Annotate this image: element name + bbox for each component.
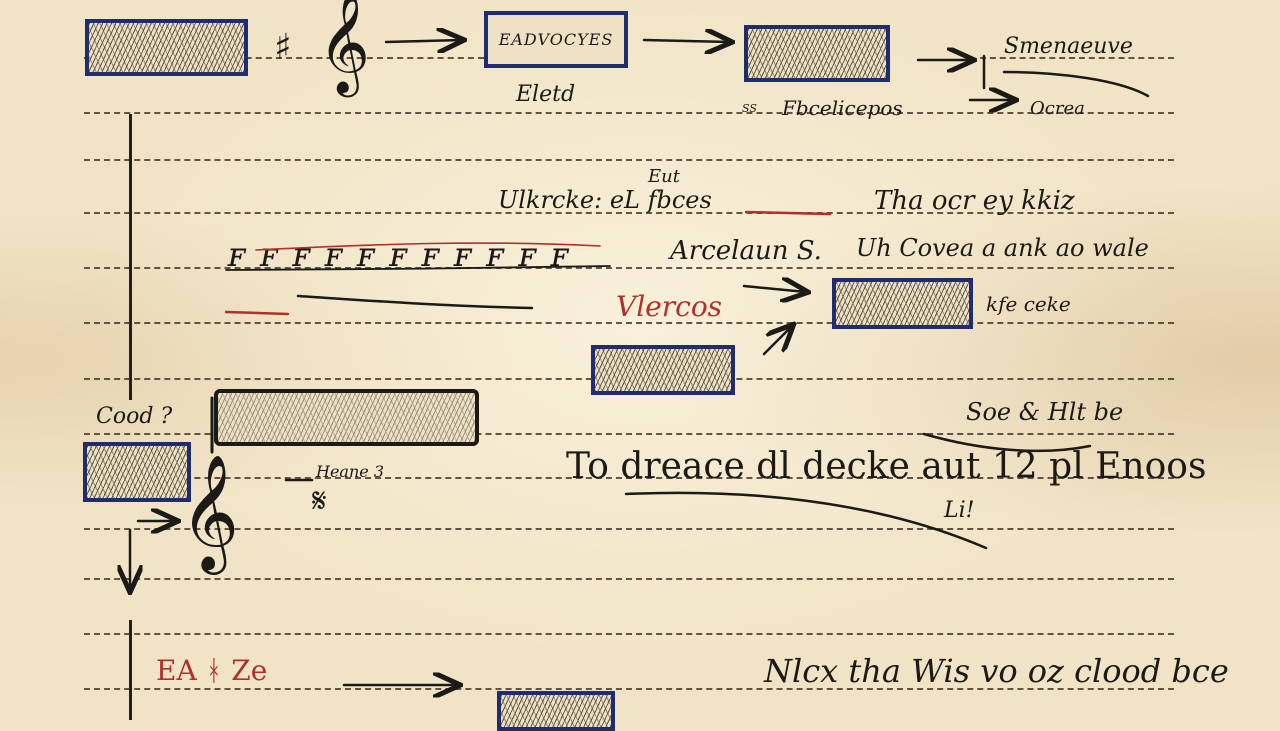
red-stroke: [224, 310, 290, 316]
ruled-line: [84, 688, 1174, 690]
box-hatch: [89, 23, 244, 72]
annotation: Li!: [944, 498, 975, 523]
ruled-line: [84, 159, 1174, 161]
annotation: Smenaeuve: [1004, 34, 1133, 59]
box-3: [744, 25, 890, 82]
annotation: Ocrea: [1030, 98, 1085, 119]
box-hatch: [218, 393, 475, 442]
annotation: Soe & Hlt be: [966, 398, 1124, 426]
red-stroke: [744, 210, 832, 216]
annotation: Heane 3: [316, 462, 384, 481]
ruled-line: [84, 433, 1174, 435]
box-1: [85, 19, 248, 76]
box-4: [832, 278, 973, 329]
vertical-connector: [129, 114, 132, 400]
annotation-red: Vlercos: [616, 290, 723, 323]
box-label: EADVOCYES: [498, 30, 614, 49]
vertical-connector: [129, 620, 132, 720]
underline-stroke: [624, 491, 988, 550]
segno-icon: 𝄋: [312, 481, 327, 521]
arrow-icon: [762, 326, 792, 356]
box-7: [83, 442, 191, 502]
arrow-icon: [384, 40, 462, 42]
treble-clef-icon: 𝄞: [180, 453, 240, 570]
annotation-red: EA ᚼ Ze: [156, 654, 268, 687]
annotation-sentence: To dreace dl decke aut 12 pl Enoos: [566, 446, 1207, 487]
ruled-line: [84, 477, 1174, 479]
underline-stroke: [922, 432, 1092, 453]
annotation: Arcelaun S.: [670, 236, 822, 266]
box-6: [214, 389, 479, 446]
annotation: Tha ocr ey kkiz: [874, 186, 1075, 216]
annotation: Eut: [648, 166, 680, 187]
ruled-line: [980, 57, 1174, 59]
underline-stroke: [225, 265, 611, 271]
ruled-line: [84, 322, 1174, 324]
underline-stroke: [296, 294, 534, 310]
box-hatch: [595, 349, 731, 391]
ruled-line: [84, 57, 484, 59]
annotation: Nlcx tha Wis vo oz clood bce: [764, 652, 1229, 690]
treble-clef-icon: 𝄞: [318, 0, 371, 93]
box-hatch: [748, 29, 886, 78]
ruled-line: [84, 212, 1174, 214]
annotation: Eletd: [516, 82, 576, 107]
annotation: Cood ?: [96, 404, 173, 429]
ruled-line: [84, 633, 1174, 635]
underline-stroke: [1002, 70, 1150, 98]
red-stroke: [255, 242, 601, 251]
box-hatch: [87, 446, 187, 498]
arrow-icon: [742, 286, 806, 292]
annotation: kfe ceke: [986, 292, 1071, 316]
box-5: [591, 345, 735, 395]
ruled-line: [84, 267, 1174, 269]
box-2: EADVOCYES: [484, 11, 628, 68]
annotation: Uh Covea a ank ao wale: [856, 234, 1149, 262]
sharp-icon: ♯: [274, 27, 292, 68]
box-hatch: [836, 282, 969, 325]
ruled-line: [84, 528, 1174, 530]
annotation: Ulkrcke: eL fbces: [498, 186, 712, 214]
annotation: Fbcelicepos: [782, 96, 903, 120]
annotation: SS: [742, 102, 757, 115]
arrow-icon: [642, 40, 730, 42]
ruled-line: [84, 112, 1174, 114]
ruled-line: [84, 578, 1174, 580]
